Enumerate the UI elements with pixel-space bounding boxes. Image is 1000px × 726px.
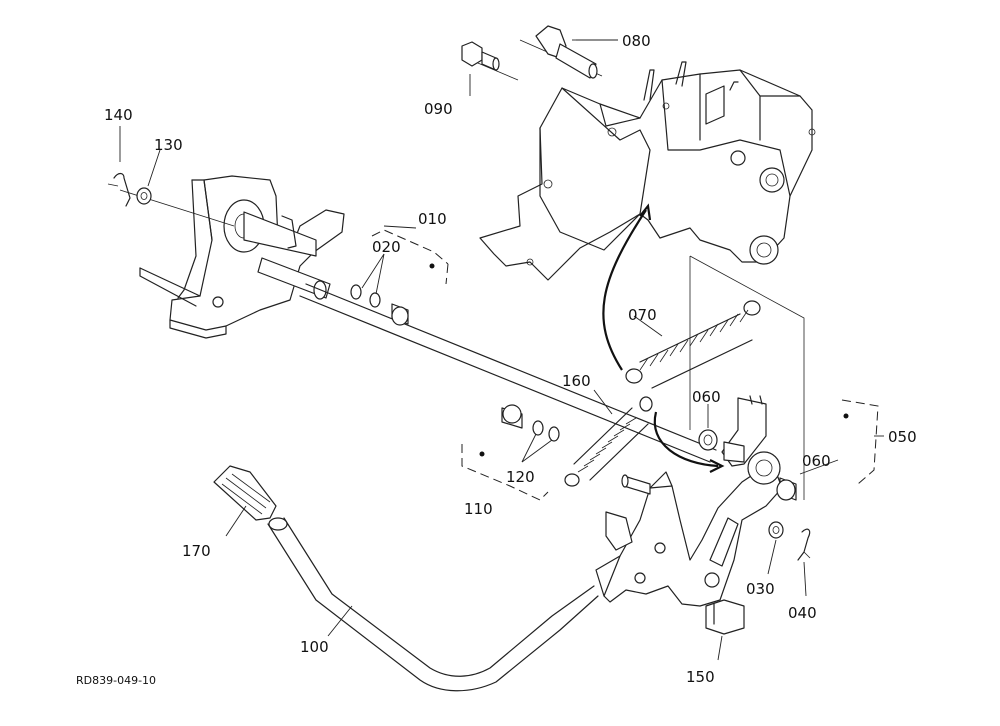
callout-010: 010 bbox=[418, 210, 447, 228]
pin-part bbox=[519, 25, 603, 79]
spring-160 bbox=[564, 396, 653, 487]
shaft bbox=[299, 283, 717, 463]
callout-080: 080 bbox=[622, 32, 651, 50]
washer-130 bbox=[136, 187, 152, 205]
washer-030 bbox=[768, 521, 784, 539]
pedal-bracket bbox=[119, 175, 345, 339]
pedal-grip-170 bbox=[213, 465, 277, 521]
callout-130: 130 bbox=[154, 136, 183, 154]
cotter-pin-140 bbox=[107, 172, 131, 207]
frame-bracket bbox=[479, 61, 816, 281]
cotter-pin-040 bbox=[797, 528, 811, 561]
bushing-group-upper bbox=[350, 284, 409, 326]
callout-050: 050 bbox=[888, 428, 917, 446]
lever-plate bbox=[595, 395, 783, 607]
callout-150: 150 bbox=[686, 668, 715, 686]
group-dot bbox=[479, 451, 485, 457]
arrow-head bbox=[639, 203, 652, 221]
connection-arrow-160 bbox=[653, 411, 719, 468]
callout-140: 140 bbox=[104, 106, 133, 124]
callout-170: 170 bbox=[182, 542, 211, 560]
pedal-rod bbox=[267, 517, 599, 692]
callout-020: 020 bbox=[372, 238, 401, 256]
callout-040: 040 bbox=[788, 604, 817, 622]
group-bracket-050 bbox=[841, 399, 879, 485]
leader-box bbox=[689, 255, 805, 500]
callout-060-upper: 060 bbox=[692, 388, 721, 406]
callout-110: 110 bbox=[464, 500, 493, 518]
bushing-060 bbox=[698, 429, 797, 501]
bolt-150 bbox=[705, 599, 745, 635]
callout-030: 030 bbox=[746, 580, 775, 598]
grease-fitting-part bbox=[461, 41, 519, 81]
leader-lines bbox=[119, 39, 884, 661]
callout-060-lower: 060 bbox=[802, 452, 831, 470]
callout-120: 120 bbox=[506, 468, 535, 486]
spring-070 bbox=[625, 300, 761, 389]
group-bracket-010 bbox=[371, 229, 449, 285]
callout-090: 090 bbox=[424, 100, 453, 118]
group-bracket-110 bbox=[461, 444, 549, 501]
group-dot bbox=[843, 413, 849, 419]
callout-100: 100 bbox=[300, 638, 329, 656]
callout-070: 070 bbox=[628, 306, 657, 324]
connection-arrow-070 bbox=[602, 209, 647, 371]
drawing-code: RD839-049-10 bbox=[76, 674, 156, 687]
group-dot bbox=[429, 263, 435, 269]
bushing-group-lower bbox=[501, 404, 560, 442]
callout-160: 160 bbox=[562, 372, 591, 390]
arrow-head bbox=[709, 459, 725, 473]
